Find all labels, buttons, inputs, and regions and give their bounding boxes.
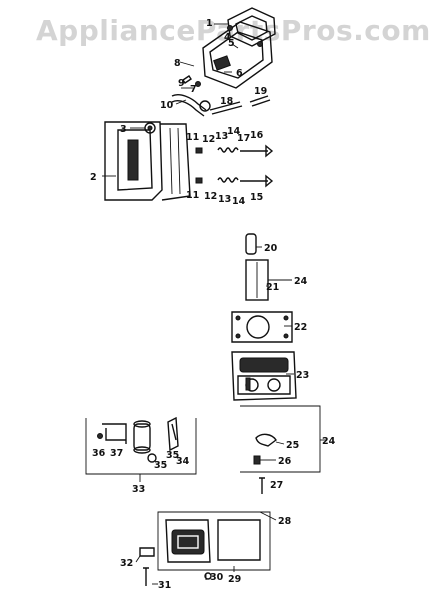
callout-1: 1 xyxy=(206,18,213,29)
callout-37: 37 xyxy=(110,448,123,459)
callout-24-top: 24 xyxy=(294,276,308,287)
callout-29: 29 xyxy=(228,574,241,585)
callout-33: 33 xyxy=(132,484,145,495)
base-plate xyxy=(165,519,211,563)
cylinder-head xyxy=(104,121,191,201)
callout-20: 20 xyxy=(264,243,278,254)
retainer-37 xyxy=(102,423,127,444)
leader-lines xyxy=(102,23,326,585)
screw-9 xyxy=(182,75,192,84)
callout-23: 23 xyxy=(296,370,309,381)
callout-11-top: 11 xyxy=(186,132,199,143)
callout-31: 31 xyxy=(158,580,171,591)
valve-train xyxy=(195,144,274,188)
callout-7: 7 xyxy=(190,84,197,95)
callout-9: 9 xyxy=(178,78,185,89)
callout-12-bottom: 12 xyxy=(204,191,217,202)
callout-16: 16 xyxy=(250,130,264,141)
callout-2: 2 xyxy=(90,172,97,183)
callout-12-top: 12 xyxy=(202,134,215,145)
callout-6: 6 xyxy=(236,68,243,79)
callout-labels: 1 2 3 4 5 6 7 8 9 10 11 11 12 12 13 13 1… xyxy=(90,18,336,591)
callout-27: 27 xyxy=(270,480,283,491)
callout-35-left: 35 xyxy=(154,460,167,471)
callout-13-bottom: 13 xyxy=(218,194,231,205)
spring-34 xyxy=(167,416,179,452)
callout-17: 17 xyxy=(237,133,250,144)
stud-27 xyxy=(259,477,265,494)
breather-tube xyxy=(171,94,207,111)
callout-4: 4 xyxy=(224,32,231,43)
callout-3: 3 xyxy=(120,124,127,135)
callout-21: 21 xyxy=(266,282,279,293)
callout-28: 28 xyxy=(278,516,292,527)
callout-13-top: 13 xyxy=(215,131,228,142)
kit-bracket-33 xyxy=(85,418,197,475)
cylinder-head-23 xyxy=(231,351,297,401)
callout-5: 5 xyxy=(228,38,235,49)
callout-30: 30 xyxy=(210,572,224,583)
callout-14-top: 14 xyxy=(227,126,241,137)
callout-8: 8 xyxy=(174,58,181,69)
gasket-29 xyxy=(217,519,261,561)
callout-32: 32 xyxy=(120,558,133,569)
bolt-31 xyxy=(143,567,149,586)
callout-35-right: 35 xyxy=(166,450,179,461)
callout-18: 18 xyxy=(220,96,234,107)
watermark: AppliancePartsPros.com xyxy=(36,14,431,47)
callout-36: 36 xyxy=(92,448,106,459)
group-bracket-28 xyxy=(157,511,271,571)
callout-24-bottom: 24 xyxy=(322,436,336,447)
head-gasket xyxy=(231,311,293,343)
valve-cover-assembly xyxy=(202,7,276,89)
callout-11-bottom: 11 xyxy=(186,190,199,201)
callout-26: 26 xyxy=(278,456,292,467)
callout-14-bottom: 14 xyxy=(232,196,246,207)
pushrod-21 xyxy=(245,259,269,301)
dowel-pin xyxy=(245,233,257,255)
filter-element xyxy=(133,420,151,454)
callout-15: 15 xyxy=(250,192,263,203)
clip-32 xyxy=(139,547,155,557)
callout-10: 10 xyxy=(160,100,174,111)
callout-19: 19 xyxy=(254,86,267,97)
washer-35 xyxy=(147,453,157,463)
rocker-arm xyxy=(255,433,277,447)
callout-22: 22 xyxy=(294,322,307,333)
callout-25: 25 xyxy=(286,440,299,451)
bolt-7 xyxy=(195,81,201,87)
nut-26 xyxy=(253,455,261,465)
washer-30 xyxy=(204,572,212,580)
callout-34: 34 xyxy=(176,456,190,467)
group-bracket-24 xyxy=(240,405,321,473)
